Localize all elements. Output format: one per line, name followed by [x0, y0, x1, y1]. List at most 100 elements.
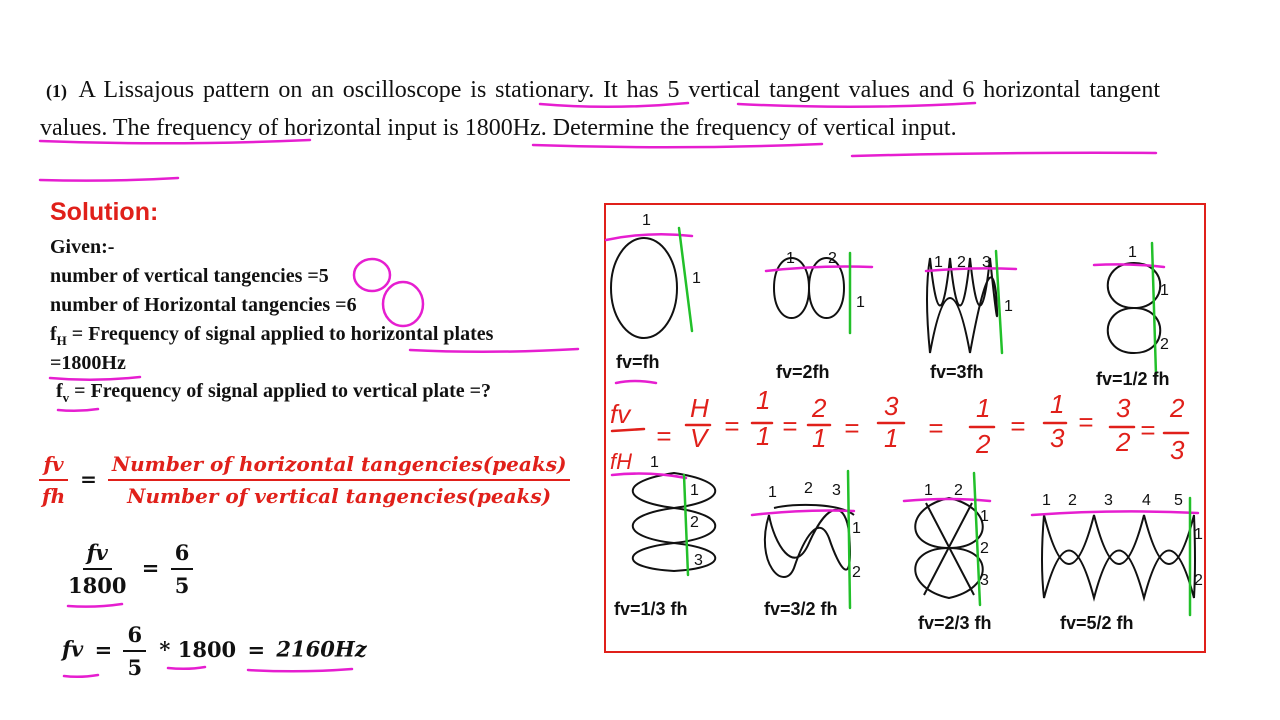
problem-statement: (1) A Lissajous pattern on an oscillosco…	[40, 72, 1160, 147]
fig-d-side-2: 2	[1160, 336, 1169, 353]
fig-c-label: fv=3fh	[930, 362, 984, 382]
fig-g-side-1: 1	[980, 508, 989, 525]
hw-f4-d: 2	[975, 429, 991, 459]
fig-f-label: fv=3/2 fh	[764, 599, 838, 619]
fig-c-top-2: 2	[957, 254, 966, 271]
underline-step2-result	[246, 667, 354, 673]
fig-g-side-2: 2	[980, 540, 989, 557]
fig-g-label: fv=2/3 fh	[918, 613, 992, 633]
hw-f5-n: 1	[1050, 389, 1064, 419]
underline-determine	[850, 151, 1158, 158]
underline-horizontal-tangent	[38, 138, 312, 145]
formula-rhs-num: Number of horizontal tangencies(peaks)	[107, 452, 571, 481]
formula-lhs: fv fh	[38, 452, 69, 508]
step2-equals: =	[94, 636, 113, 662]
fig-e-top-1: 1	[650, 454, 659, 471]
given-vertical-tangencies: number of vertical tangencies =5	[50, 265, 329, 287]
hw-eq-7: =	[1140, 415, 1155, 445]
fig-f-side-line	[846, 469, 852, 610]
fig-a-top-1: 1	[642, 212, 651, 229]
fig-d-label: fv=1/2 fh	[1096, 369, 1170, 389]
step1-equation: fv 1800 = 6 5	[64, 540, 194, 598]
fig-c-side-line	[994, 249, 1004, 355]
given-label: Given:-	[50, 236, 115, 258]
fig-f-side-2: 2	[852, 564, 861, 581]
fv-subscript: v	[62, 390, 70, 405]
step1-rhs-den: 5	[174, 573, 190, 598]
fig-h-side-2: 2	[1194, 572, 1203, 589]
fig-h-loops	[1041, 514, 1196, 602]
hw-f6-n: 3	[1116, 393, 1131, 423]
fh-definition-text: = Frequency of signal applied to horizon…	[71, 323, 494, 345]
hw-f7-n: 2	[1169, 393, 1185, 423]
fig-h-top-5: 5	[1174, 492, 1183, 509]
underline-fv	[56, 407, 100, 413]
fig-f-side-1: 1	[852, 520, 861, 537]
fig-a-top-line	[604, 232, 694, 242]
underline-stationary	[538, 101, 690, 109]
fig-c-loops	[926, 257, 999, 354]
fig-h-top-3: 3	[1104, 492, 1113, 509]
fig-d-top-line	[1092, 263, 1166, 269]
fig-b-side-1: 1	[856, 294, 865, 311]
hw-f2-d: 1	[812, 423, 826, 453]
fig-b-top-line	[764, 265, 874, 273]
fig-g-top-line	[902, 497, 992, 503]
fig-d-side-1: 1	[1160, 282, 1169, 299]
problem-number: (1)	[46, 81, 67, 101]
fig-g-top-2: 2	[954, 482, 963, 499]
hw-f2-n: 2	[811, 393, 827, 423]
fv-symbol: f	[56, 380, 63, 402]
fig-a-side-line	[677, 226, 694, 333]
underline-horizontal-plates	[408, 347, 580, 354]
hw-eq-6: =	[1078, 407, 1093, 437]
formula-lhs-num: fv	[39, 452, 68, 481]
fig-g-cross	[923, 502, 975, 596]
fig-c-top-line	[924, 267, 1018, 273]
hw-f5-d: 3	[1050, 423, 1065, 453]
fig-e-label: fv=1/3 fh	[614, 599, 688, 619]
circle-five	[352, 257, 392, 293]
fig-c-side-1: 1	[1004, 298, 1013, 315]
problem-text: A Lissajous pattern on an oscilloscope i…	[40, 77, 1160, 141]
hw-f1-n: 1	[756, 385, 770, 415]
formula-rhs: Number of horizontal tangencies(peaks) N…	[107, 452, 571, 508]
fig-c-top-3: 3	[982, 254, 991, 271]
fig-b-loops	[772, 257, 846, 319]
underline-horizontal-input	[531, 142, 824, 149]
hw-f0-d: V	[690, 423, 710, 453]
fig-g-side-line	[972, 471, 982, 607]
formula-rhs-den: Number of vertical tangencies(peaks)	[127, 484, 552, 508]
step1-equals: =	[141, 554, 160, 580]
hw-frac-bar-lhs	[610, 427, 646, 433]
step1-rhs: 6 5	[170, 540, 194, 598]
circle-six	[381, 280, 425, 328]
given-fh-value: =1800Hz	[50, 352, 126, 374]
hw-eq-5: =	[1010, 411, 1025, 441]
step2-den: 5	[127, 655, 143, 680]
underline-vertical-tangent	[736, 101, 977, 109]
fig-e-side-3: 3	[694, 552, 703, 569]
fh-handwritten-underline	[614, 379, 658, 385]
hw-f3-n: 3	[884, 391, 899, 421]
fig-f-top-3: 3	[832, 482, 841, 499]
hw-eq-1: =	[724, 411, 739, 441]
handwritten-ratio: fv fH = H V = 1 1 = 2 1 = 3 1 = 1 2 = 1 …	[610, 385, 1185, 474]
underline-step2-1800	[166, 665, 207, 671]
fig-a-circle	[610, 237, 678, 339]
step2-num: 6	[123, 622, 147, 652]
fig-h-top-1: 1	[1042, 492, 1051, 509]
fig-g-side-3: 3	[980, 572, 989, 589]
hw-f6-d: 2	[1115, 427, 1131, 457]
step2-equals-2: =	[247, 636, 266, 662]
step2-lhs: fv	[62, 636, 84, 662]
lissajous-svg: 1 1 1 2 1 1 2 3 1 1 1 2 1 1 2 3 1 2 3 1 …	[604, 212, 1203, 633]
underline-step1-den	[66, 602, 124, 608]
step1-lhs-den: 1800	[68, 573, 127, 598]
fh-symbol: f	[50, 323, 57, 345]
formula-equals: =	[80, 466, 97, 491]
fig-h-top-4: 4	[1142, 492, 1151, 509]
hw-eq-3: =	[844, 413, 859, 443]
underline-vertical-input	[38, 176, 180, 182]
